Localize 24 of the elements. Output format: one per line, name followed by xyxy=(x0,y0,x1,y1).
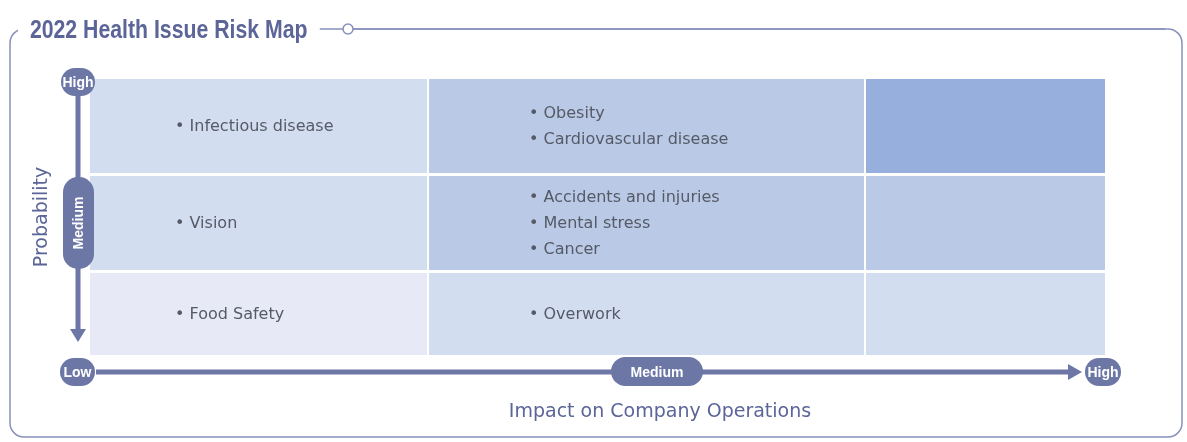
list-item: • Vision xyxy=(175,212,238,234)
list-item: • Obesity xyxy=(529,102,606,124)
axis-level-label: High xyxy=(61,68,95,96)
matrix-cell xyxy=(90,176,427,270)
axis-level-label: High xyxy=(1085,358,1121,386)
matrix-cell xyxy=(429,79,864,173)
list-item: • Cancer xyxy=(529,238,601,260)
empty-matrix-cell xyxy=(866,79,1105,173)
list-item: • Food Safety xyxy=(175,303,285,325)
empty-matrix-cell xyxy=(866,273,1105,355)
matrix-cell xyxy=(90,273,427,355)
axis-title: Probability xyxy=(29,166,51,268)
matrix-cell xyxy=(429,273,864,355)
axis-level-label: Medium xyxy=(611,357,703,386)
list-item: • Mental stress xyxy=(529,212,652,234)
axis-level-label: Low xyxy=(60,358,95,386)
empty-matrix-cell xyxy=(866,176,1105,270)
list-item: • Cardiovascular disease xyxy=(529,128,729,150)
matrix-cell xyxy=(429,176,864,270)
axis-level-label: Medium xyxy=(70,196,87,250)
list-item: • Accidents and injuries xyxy=(529,186,720,208)
list-item: • Overwork xyxy=(529,303,621,325)
list-item: • Infectious disease xyxy=(175,115,334,137)
axis-title: Impact on Company Operations xyxy=(508,399,812,421)
